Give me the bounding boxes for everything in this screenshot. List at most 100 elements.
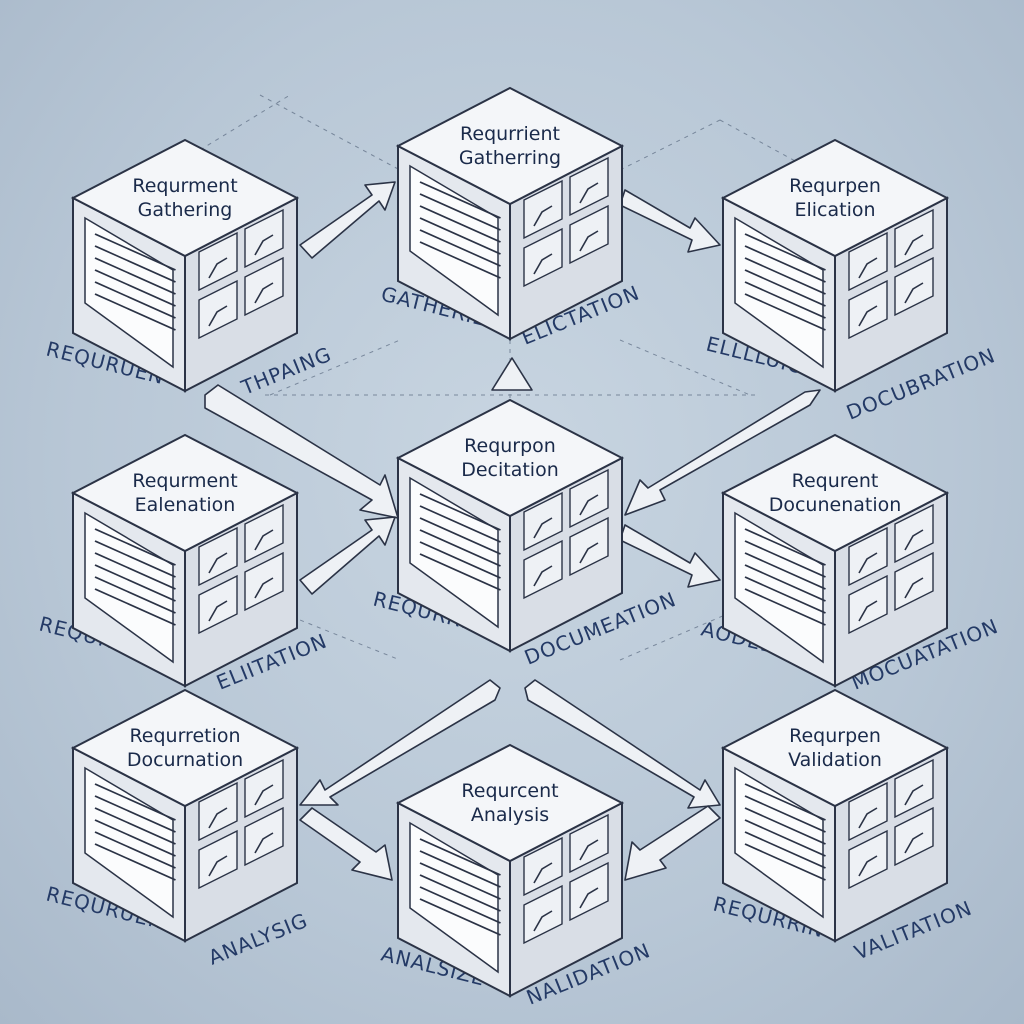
cube-title-line2: Gathering — [138, 199, 233, 221]
text-lines-icon — [94, 783, 176, 881]
chart-tile-icon — [198, 781, 238, 842]
cube-top-face — [395, 86, 625, 206]
pen-stroke-icon — [254, 577, 274, 599]
cube-top-face — [395, 398, 625, 518]
cube-title-line1: Requrpen — [789, 725, 881, 747]
pen-stroke-icon — [533, 565, 553, 587]
arrow-up-marker — [491, 357, 533, 391]
chart-tile-icon — [569, 468, 609, 529]
chart-tile-icon — [244, 758, 284, 819]
document-panel-icon — [734, 766, 824, 919]
text-lines-icon — [419, 493, 501, 591]
pen-stroke-icon — [579, 494, 599, 516]
cube-group: RequrmentGatheringRequrrientGatherringRe… — [70, 86, 950, 998]
pen-stroke-icon — [858, 600, 878, 622]
pen-stroke-icon — [904, 282, 924, 304]
chart-tile-icon — [198, 526, 238, 587]
cube-title-line2: Ealenation — [135, 494, 236, 516]
chart-tile-icon — [244, 503, 284, 564]
chart-tile-icon — [198, 279, 238, 340]
chart-tile-icon — [523, 491, 563, 552]
pen-stroke-icon — [858, 305, 878, 327]
pen-stroke-icon — [858, 807, 878, 829]
cube-title-line2: Analysis — [471, 804, 549, 826]
chart-tile-icon — [848, 829, 888, 890]
pen-stroke-icon — [254, 784, 274, 806]
chart-tile-icon — [523, 179, 563, 240]
arrow-c5-to-c6 — [619, 524, 721, 588]
chart-tile-icon — [848, 781, 888, 842]
cube-title-line1: Requrent — [792, 470, 879, 492]
text-lines-icon — [419, 181, 501, 279]
chart-tile-icon — [244, 806, 284, 867]
chart-tile-icon — [848, 526, 888, 587]
pen-stroke-icon — [208, 807, 228, 829]
chart-tile-icon — [569, 204, 609, 265]
pen-stroke-icon — [858, 257, 878, 279]
text-lines-icon — [744, 528, 826, 626]
chart-tile-icon — [198, 574, 238, 635]
pen-stroke-icon — [858, 552, 878, 574]
document-panel-icon — [409, 476, 499, 629]
chart-tile-icon — [848, 279, 888, 340]
arrow-c1-to-c2 — [299, 181, 396, 259]
chart-tile-icon — [244, 208, 284, 269]
pen-stroke-icon — [858, 855, 878, 877]
chart-tile-icon — [523, 836, 563, 897]
chart-tile-icon — [569, 156, 609, 217]
pen-stroke-icon — [254, 282, 274, 304]
cube-title-line1: Requrrient — [460, 123, 560, 145]
text-lines-icon — [94, 233, 176, 331]
chart-tile-icon — [198, 829, 238, 890]
pen-stroke-icon — [579, 182, 599, 204]
chart-tile-icon — [523, 539, 563, 600]
cube-top-face — [395, 743, 625, 863]
arrow-c9-to-c8 — [624, 805, 721, 881]
cube-top-face — [720, 433, 950, 553]
pen-stroke-icon — [579, 839, 599, 861]
document-panel-icon — [734, 216, 824, 369]
cube-title-line1: Requrcent — [461, 780, 558, 802]
pen-stroke-icon — [254, 832, 274, 854]
pen-stroke-icon — [208, 305, 228, 327]
pen-stroke-icon — [533, 205, 553, 227]
cube-title-line1: Requrpon — [464, 435, 556, 457]
text-lines-icon — [419, 838, 501, 936]
pen-stroke-icon — [208, 855, 228, 877]
pen-stroke-icon — [533, 862, 553, 884]
pen-stroke-icon — [904, 577, 924, 599]
arrow-diamond-right — [524, 679, 721, 809]
cube-top-face — [70, 138, 300, 258]
pen-stroke-icon — [208, 552, 228, 574]
chart-tile-icon — [848, 231, 888, 292]
arrow-c4-to-c5 — [299, 516, 396, 595]
cube-title-line1: Requrretion — [129, 725, 240, 747]
chart-tile-icon — [198, 231, 238, 292]
arrow-diamond-left — [299, 679, 501, 806]
pen-stroke-icon — [904, 234, 924, 256]
pen-stroke-icon — [533, 910, 553, 932]
chart-tile-icon — [894, 503, 934, 564]
chart-tile-icon — [894, 208, 934, 269]
document-panel-icon — [84, 766, 174, 919]
chart-tile-icon — [523, 227, 563, 288]
pen-stroke-icon — [208, 600, 228, 622]
chart-tile-icon — [848, 574, 888, 635]
pen-stroke-icon — [904, 529, 924, 551]
flow-arrows — [204, 181, 821, 881]
cube-title-line2: Docurnation — [127, 749, 243, 771]
pen-stroke-icon — [904, 784, 924, 806]
chart-tile-icon — [894, 758, 934, 819]
chart-tile-icon — [894, 806, 934, 867]
chart-tile-icon — [244, 551, 284, 612]
text-lines-icon — [744, 783, 826, 881]
